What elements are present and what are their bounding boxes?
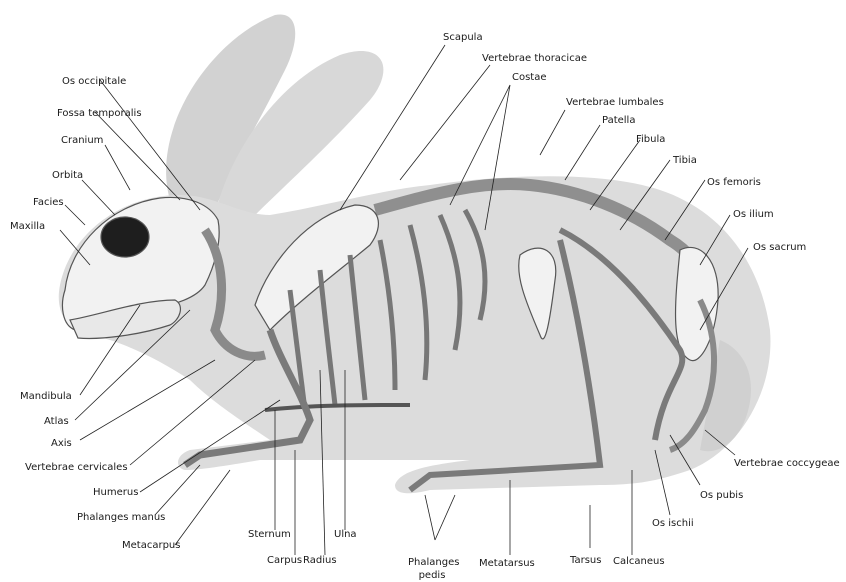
label-vertebrae-cervicales: Vertebrae cervicales xyxy=(25,462,128,473)
label-metacarpus: Metacarpus xyxy=(122,540,180,551)
label-vertebrae-lumbales: Vertebrae lumbales xyxy=(566,97,664,108)
label-scapula: Scapula xyxy=(443,32,483,43)
label-os-occipitale: Os occipitale xyxy=(62,76,126,87)
label-fibula: Fibula xyxy=(636,134,665,145)
label-atlas: Atlas xyxy=(44,416,69,427)
label-sternum: Sternum xyxy=(248,529,291,540)
label-phalanges-pedis-text: Phalanges pedis xyxy=(408,556,456,582)
label-fossa-temporalis: Fossa temporalis xyxy=(57,108,142,119)
label-radius: Radius xyxy=(303,555,337,566)
label-os-sacrum: Os sacrum xyxy=(753,242,806,253)
label-os-ischii: Os ischii xyxy=(652,518,694,529)
label-os-femoris: Os femoris xyxy=(707,177,761,188)
label-orbita: Orbita xyxy=(52,170,83,181)
label-vertebrae-thoracicae: Vertebrae thoracicae xyxy=(482,53,587,64)
label-tibia: Tibia xyxy=(673,155,697,166)
label-axis: Axis xyxy=(51,438,72,449)
label-mandibula: Mandibula xyxy=(20,391,72,402)
label-phalanges-manus: Phalanges manus xyxy=(77,512,165,523)
label-os-pubis: Os pubis xyxy=(700,490,743,501)
label-patella: Patella xyxy=(602,115,635,126)
label-costae: Costae xyxy=(512,72,547,83)
label-vertebrae-coccygeae: Vertebrae coccygeae xyxy=(734,458,840,469)
label-facies: Facies xyxy=(33,197,64,208)
label-metatarsus: Metatarsus xyxy=(479,558,535,569)
label-cranium: Cranium xyxy=(61,135,103,146)
label-os-ilium: Os ilium xyxy=(733,209,774,220)
orbit-socket xyxy=(101,217,149,257)
label-humerus: Humerus xyxy=(93,487,138,498)
label-tarsus: Tarsus xyxy=(570,555,601,566)
label-ulna: Ulna xyxy=(334,529,357,540)
label-phalanges-pedis: Phalanges pedis xyxy=(408,556,456,582)
label-carpus: Carpus xyxy=(267,555,302,566)
label-maxilla: Maxilla xyxy=(10,221,45,232)
label-calcaneus: Calcaneus xyxy=(613,556,665,567)
